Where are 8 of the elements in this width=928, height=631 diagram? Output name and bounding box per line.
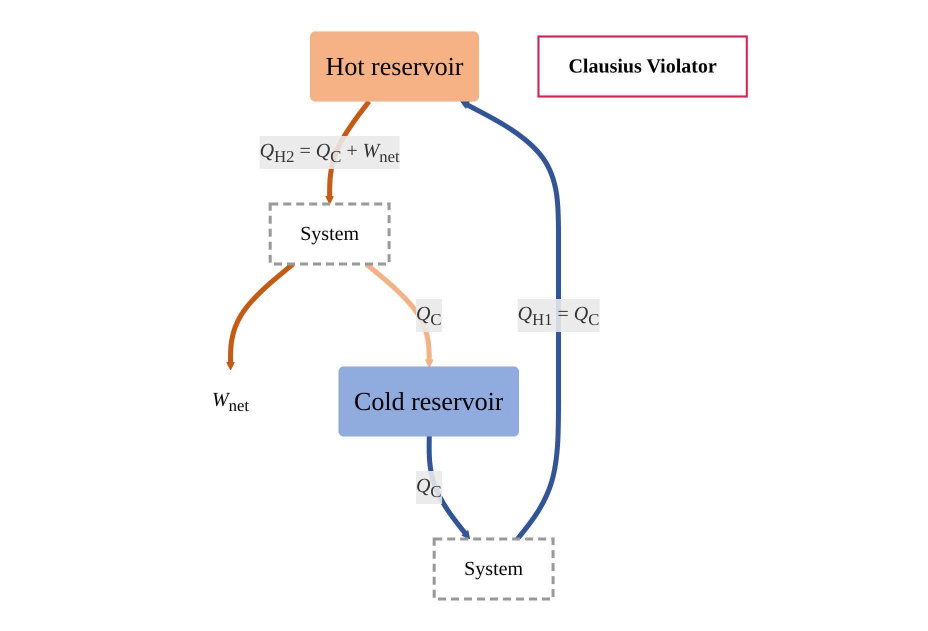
node-box: System xyxy=(432,537,554,600)
node-box: System xyxy=(268,202,390,266)
node-text: W$_{net}$ xyxy=(212,388,249,415)
edge-label: Q$_{H2}$ = Q$_{C}$ + W$_{net}$ xyxy=(259,140,400,166)
edge-label: Q$_{C}$ xyxy=(416,474,442,501)
edge-label: Q$_{H1}$ = Q$_{C}$ xyxy=(517,302,599,329)
node-box: Clausius Violator xyxy=(537,36,748,98)
edge-label: Q$_{C}$ xyxy=(416,302,442,329)
